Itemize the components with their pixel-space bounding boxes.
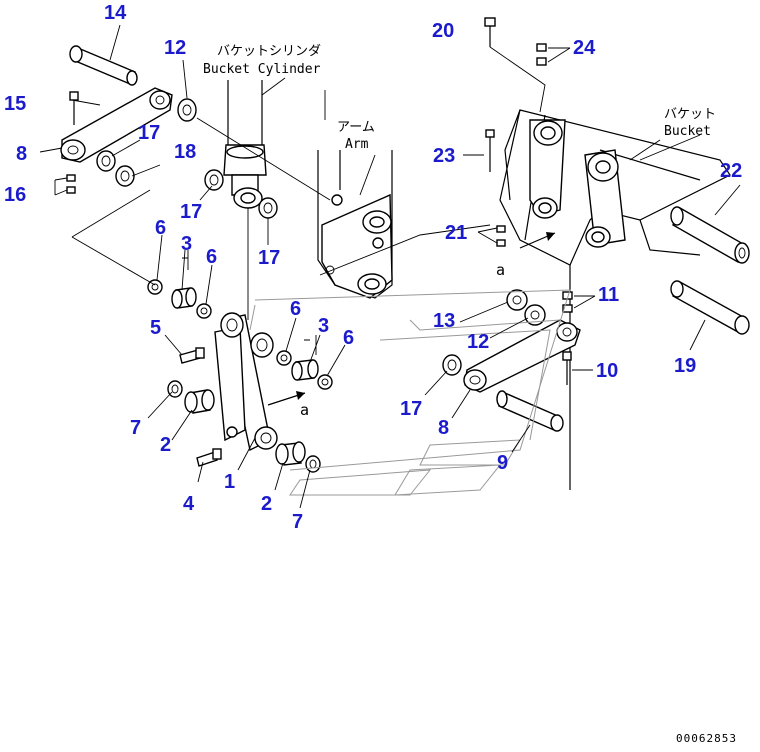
label-arm-jp: アーム <box>337 120 375 135</box>
nuts-21 <box>496 225 506 247</box>
bushing-3-upper <box>171 287 197 309</box>
callout-11: 11 <box>598 284 619 306</box>
seal-6-c <box>276 350 292 366</box>
bolt-15 <box>69 91 79 125</box>
drawing-number: 00062853 <box>676 732 737 745</box>
seal-7-b <box>305 455 321 473</box>
pin-9 <box>496 390 564 432</box>
washers-17-18 <box>96 150 135 187</box>
washer-17-right <box>442 354 462 376</box>
callout-21: 21 <box>445 222 467 244</box>
link-8-top <box>60 87 173 163</box>
callout-6: 6 <box>155 217 166 239</box>
callout-9: 9 <box>497 452 508 474</box>
callout-7: 7 <box>130 417 141 439</box>
label-bucket-cylinder-en: Bucket Cylinder <box>203 62 321 77</box>
callout-5: 5 <box>150 317 161 339</box>
callout-6: 6 <box>206 246 217 268</box>
reference-outlines <box>249 289 571 496</box>
callout-3: 3 <box>318 315 329 337</box>
leader-lines <box>39 24 741 509</box>
label-bucket-en: Bucket <box>664 124 711 139</box>
pin-14 <box>69 45 138 86</box>
bucket-cylinder <box>223 80 267 320</box>
bushing-3-lower <box>291 359 319 381</box>
nuts-16 <box>66 174 76 194</box>
callout-8: 8 <box>438 417 449 439</box>
bolt-20 <box>484 17 496 47</box>
callout-19: 19 <box>674 355 696 377</box>
callout-24: 24 <box>573 37 596 59</box>
callout-7: 7 <box>292 511 303 533</box>
callout-23: 23 <box>433 145 455 167</box>
arm <box>317 150 393 299</box>
label-bucket-cylinder-jp: バケットシリンダ <box>217 44 321 59</box>
callout-12: 12 <box>164 37 186 59</box>
callout-8: 8 <box>16 143 27 165</box>
callout-17: 17 <box>138 122 160 144</box>
callout-17: 17 <box>180 201 202 223</box>
callout-6: 6 <box>290 298 301 320</box>
pin-19 <box>670 280 750 335</box>
callout-6: 6 <box>343 327 354 349</box>
bucket <box>499 109 731 490</box>
callout-2: 2 <box>160 434 171 456</box>
grease-fitting-5 <box>179 347 205 364</box>
callout-4: 4 <box>183 493 195 515</box>
label-arm-en: Arm <box>345 137 369 152</box>
callout-16: 16 <box>4 184 26 206</box>
link-8-right <box>463 319 581 393</box>
view-arrow-a-left: a <box>267 391 309 419</box>
callout-17: 17 <box>400 398 422 420</box>
view-label-a-left: a <box>300 401 309 419</box>
callout-12: 12 <box>467 331 489 353</box>
washer-12-top <box>177 98 197 122</box>
grease-fitting-4 <box>196 448 222 467</box>
view-label-a-right: a <box>496 261 505 279</box>
callout-20: 20 <box>432 20 454 42</box>
callout-1: 1 <box>224 471 235 493</box>
washer-13 <box>506 289 528 311</box>
washer-12-right <box>524 304 546 326</box>
seal-6-a <box>147 279 163 295</box>
callout-2: 2 <box>261 493 272 515</box>
callout-10: 10 <box>596 360 618 382</box>
bolt-10 <box>562 351 572 385</box>
callout-22: 22 <box>720 160 742 182</box>
callout-18: 18 <box>174 141 196 163</box>
bolt-23 <box>485 129 495 172</box>
callout-14: 14 <box>104 2 127 24</box>
callout-3: 3 <box>181 233 192 255</box>
label-bucket-jp: バケット <box>664 107 716 122</box>
washers-17-mid <box>204 169 278 219</box>
callout-17: 17 <box>258 247 280 269</box>
pin-22 <box>670 206 750 264</box>
seal-6-b <box>196 303 212 319</box>
view-arrow-a-right: a <box>496 232 556 279</box>
seal-6-d <box>317 374 333 390</box>
bushing-2-b <box>275 441 306 466</box>
link-1 <box>214 312 278 452</box>
bushing-2-a <box>184 389 215 414</box>
callouts: 14 12 15 8 17 18 16 6 3 6 17 17 5 7 2 4 … <box>4 2 742 533</box>
nuts-24 <box>536 43 547 66</box>
callout-15: 15 <box>4 93 26 115</box>
callout-13: 13 <box>433 310 455 332</box>
